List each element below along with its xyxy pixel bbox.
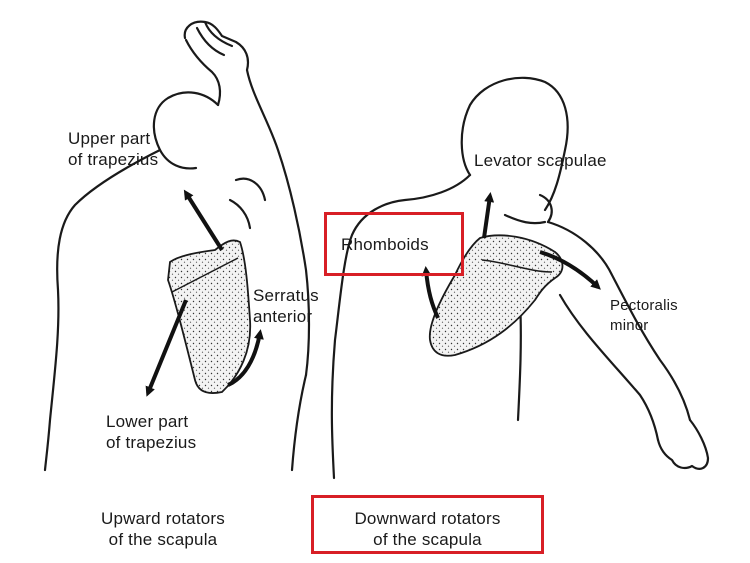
label-upper-trapezius-line2: of trapezius [68,150,159,169]
label-serratus-line1: Serratus [253,286,319,305]
rhomboids-highlight-box [324,212,464,276]
label-lower-trapezius-line2: of trapezius [106,433,197,452]
label-pectoralis-line2: minor [610,317,649,334]
label-levator-scapulae: Levator scapulae [474,151,607,170]
label-lower-trapezius-line1: Lower part [106,412,189,431]
caption-downward-line2: of the scapula [373,530,482,549]
label-upper-trapezius: Upper part of trapezius [68,128,158,170]
label-serratus-anterior: Serratus anterior [253,285,319,327]
left-arrows [145,189,264,397]
left-body-outline [43,20,311,472]
label-lower-trapezius: Lower part of trapezius [106,411,196,453]
caption-upward-rotators: Upward rotators of the scapula [78,508,248,550]
label-rhomboids: Rhomboids [341,235,429,254]
left-scapula [167,239,252,394]
caption-upward-line1: Upward rotators [101,509,225,528]
caption-upward-line2: of the scapula [108,530,218,549]
caption-downward-rotators: Downward rotators of the scapula [321,508,534,550]
label-pectoralis-minor: Pectoralis minor [610,296,678,336]
caption-downward-line1: Downward rotators [354,509,501,528]
label-pectoralis-line1: Pectoralis [610,297,678,314]
label-serratus-line2: anterior [253,307,313,326]
label-upper-trapezius-line1: Upper part [68,129,151,148]
right-body-outline [330,76,710,480]
downward-caption-highlight-box [311,495,544,554]
